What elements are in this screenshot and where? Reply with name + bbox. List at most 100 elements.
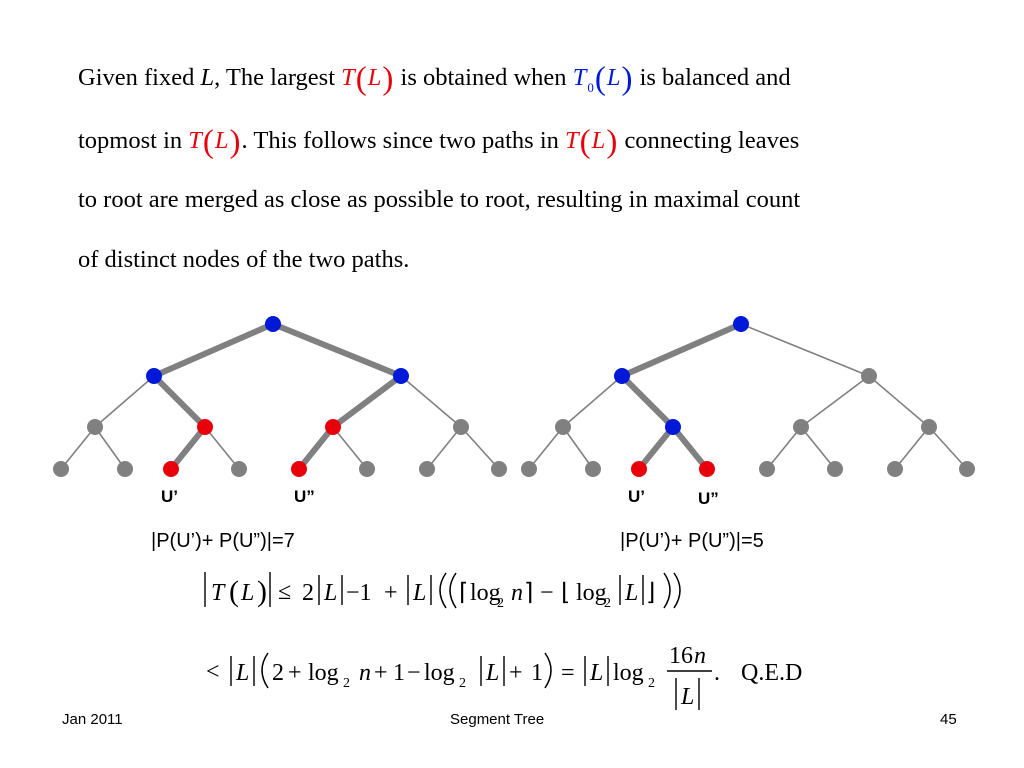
trees-diagram: [53, 316, 975, 477]
left-tree-node-red: [163, 461, 179, 477]
left-tree-edge: [151, 373, 208, 430]
left-tree-node-gray: [87, 419, 103, 435]
left-tree-edge: [460, 426, 500, 470]
formula-plus: +: [384, 580, 398, 606]
paragraph-line-3: to root are merged as close as possible …: [78, 186, 801, 213]
formula-floor-left: ⌊: [561, 580, 570, 606]
formula2-plus-2: +: [374, 660, 388, 686]
formula-log-2: log: [576, 580, 607, 606]
left-tree-edge: [204, 426, 240, 470]
left-u-prime-label: U’: [161, 487, 178, 506]
right-tree-node-gray: [959, 461, 975, 477]
right-path-count: |P(U’)+ P(U”)|=5: [620, 530, 764, 552]
left-tree-node-gray: [117, 461, 133, 477]
left-tree-edge: [168, 425, 208, 471]
formula-paren-right: ): [257, 575, 267, 608]
formula2-L-2: L: [485, 660, 499, 686]
formula-ceil-left: ⌈: [459, 580, 468, 606]
right-tree-edge: [562, 426, 594, 470]
right-tree-node-gray: [521, 461, 537, 477]
formula2-log-1: log: [308, 660, 339, 686]
formula2-base-2: 2: [459, 676, 466, 691]
formula-minus-one: −1: [346, 580, 372, 606]
formula-paren-left: (: [229, 575, 239, 608]
right-tree-node-gray: [827, 461, 843, 477]
right-tree-edge: [800, 375, 870, 428]
formula2-eq: =: [561, 660, 575, 686]
formula2-L-3: L: [589, 660, 603, 686]
formula-floor-right: ⌋: [646, 580, 655, 606]
right-tree-edge: [636, 425, 676, 471]
right-tree-edge: [894, 426, 930, 470]
left-tree-edge: [60, 426, 96, 470]
formula2-period: .: [714, 660, 720, 686]
formula2-lt: <: [206, 659, 220, 685]
paragraph-line-4: of distinct nodes of the two paths.: [78, 246, 410, 273]
formula-log-base-2: 2: [604, 596, 611, 611]
formula-minus: −: [540, 580, 554, 606]
paragraph-line-2: topmost in T(L). This follows since two …: [78, 124, 800, 160]
formula2-log-3: log: [613, 660, 644, 686]
left-tree-node-blue: [393, 368, 409, 384]
right-tree-node-blue: [665, 419, 681, 435]
left-tree-edge: [332, 426, 368, 470]
right-tree-edge: [620, 321, 743, 379]
formula2-L-1: L: [235, 660, 249, 686]
formula2-qed: Q.E.D: [741, 660, 802, 686]
right-tree-edge: [619, 373, 676, 430]
right-tree-node-red: [631, 461, 647, 477]
footer-page-number: 45: [940, 711, 957, 728]
left-tree-node-gray: [491, 461, 507, 477]
formula2-n: n: [359, 660, 371, 686]
left-tree-node-gray: [453, 419, 469, 435]
formula-L: L: [240, 580, 254, 606]
formula-n-1: n: [511, 580, 523, 606]
right-tree-node-gray: [887, 461, 903, 477]
right-u-prime-label: U’: [628, 487, 645, 506]
formula2-two: 2: [272, 660, 284, 686]
left-tree-node-blue: [146, 368, 162, 384]
right-tree-edge: [800, 426, 836, 470]
formula2-plus-1: +: [288, 660, 302, 686]
footer-date: Jan 2011: [62, 711, 123, 728]
formula2-one-2: 1: [531, 660, 543, 686]
left-tree-node-gray: [231, 461, 247, 477]
right-tree-node-gray: [861, 368, 877, 384]
paragraph-line-1: Given fixed L, The largest T(L) is obtai…: [78, 61, 791, 97]
formula2-frac-num: 16: [669, 643, 693, 669]
formula-L-3: L: [412, 580, 426, 606]
formula2-minus: −: [407, 660, 421, 686]
left-tree-edge: [331, 373, 403, 430]
right-tree-edge: [740, 323, 870, 377]
left-tree-node-red: [197, 419, 213, 435]
formula2-base-1: 2: [343, 676, 350, 691]
left-tree-edge: [426, 426, 462, 470]
formula2-log-2: log: [424, 660, 455, 686]
left-tree-edge: [94, 375, 155, 428]
right-tree-edge: [670, 425, 710, 471]
right-tree-edge: [868, 375, 930, 428]
right-tree-node-gray: [759, 461, 775, 477]
formula2-frac-L: L: [680, 684, 694, 710]
footer-title: Segment Tree: [450, 711, 545, 728]
left-path-count: |P(U’)+ P(U”)|=7: [151, 530, 295, 552]
left-tree-node-gray: [359, 461, 375, 477]
formula-T: T: [211, 580, 226, 606]
formula-L-2: L: [323, 580, 337, 606]
right-tree-edge: [528, 426, 564, 470]
left-tree-node-red: [325, 419, 341, 435]
right-u-double-prime-label: U”: [698, 489, 719, 508]
formula-log-base-1: 2: [497, 596, 504, 611]
left-tree-edge: [152, 321, 275, 379]
left-tree-node-red: [291, 461, 307, 477]
right-tree-node-blue: [614, 368, 630, 384]
formula-log-1: log: [470, 580, 501, 606]
left-tree-node-gray: [53, 461, 69, 477]
formula2-plus-3: +: [509, 660, 523, 686]
formula2-base-3: 2: [648, 676, 655, 691]
left-tree-edge: [94, 426, 126, 470]
right-tree-node-gray: [793, 419, 809, 435]
formula-ceil-right: ⌉: [524, 580, 533, 606]
left-tree-edge: [400, 375, 462, 428]
